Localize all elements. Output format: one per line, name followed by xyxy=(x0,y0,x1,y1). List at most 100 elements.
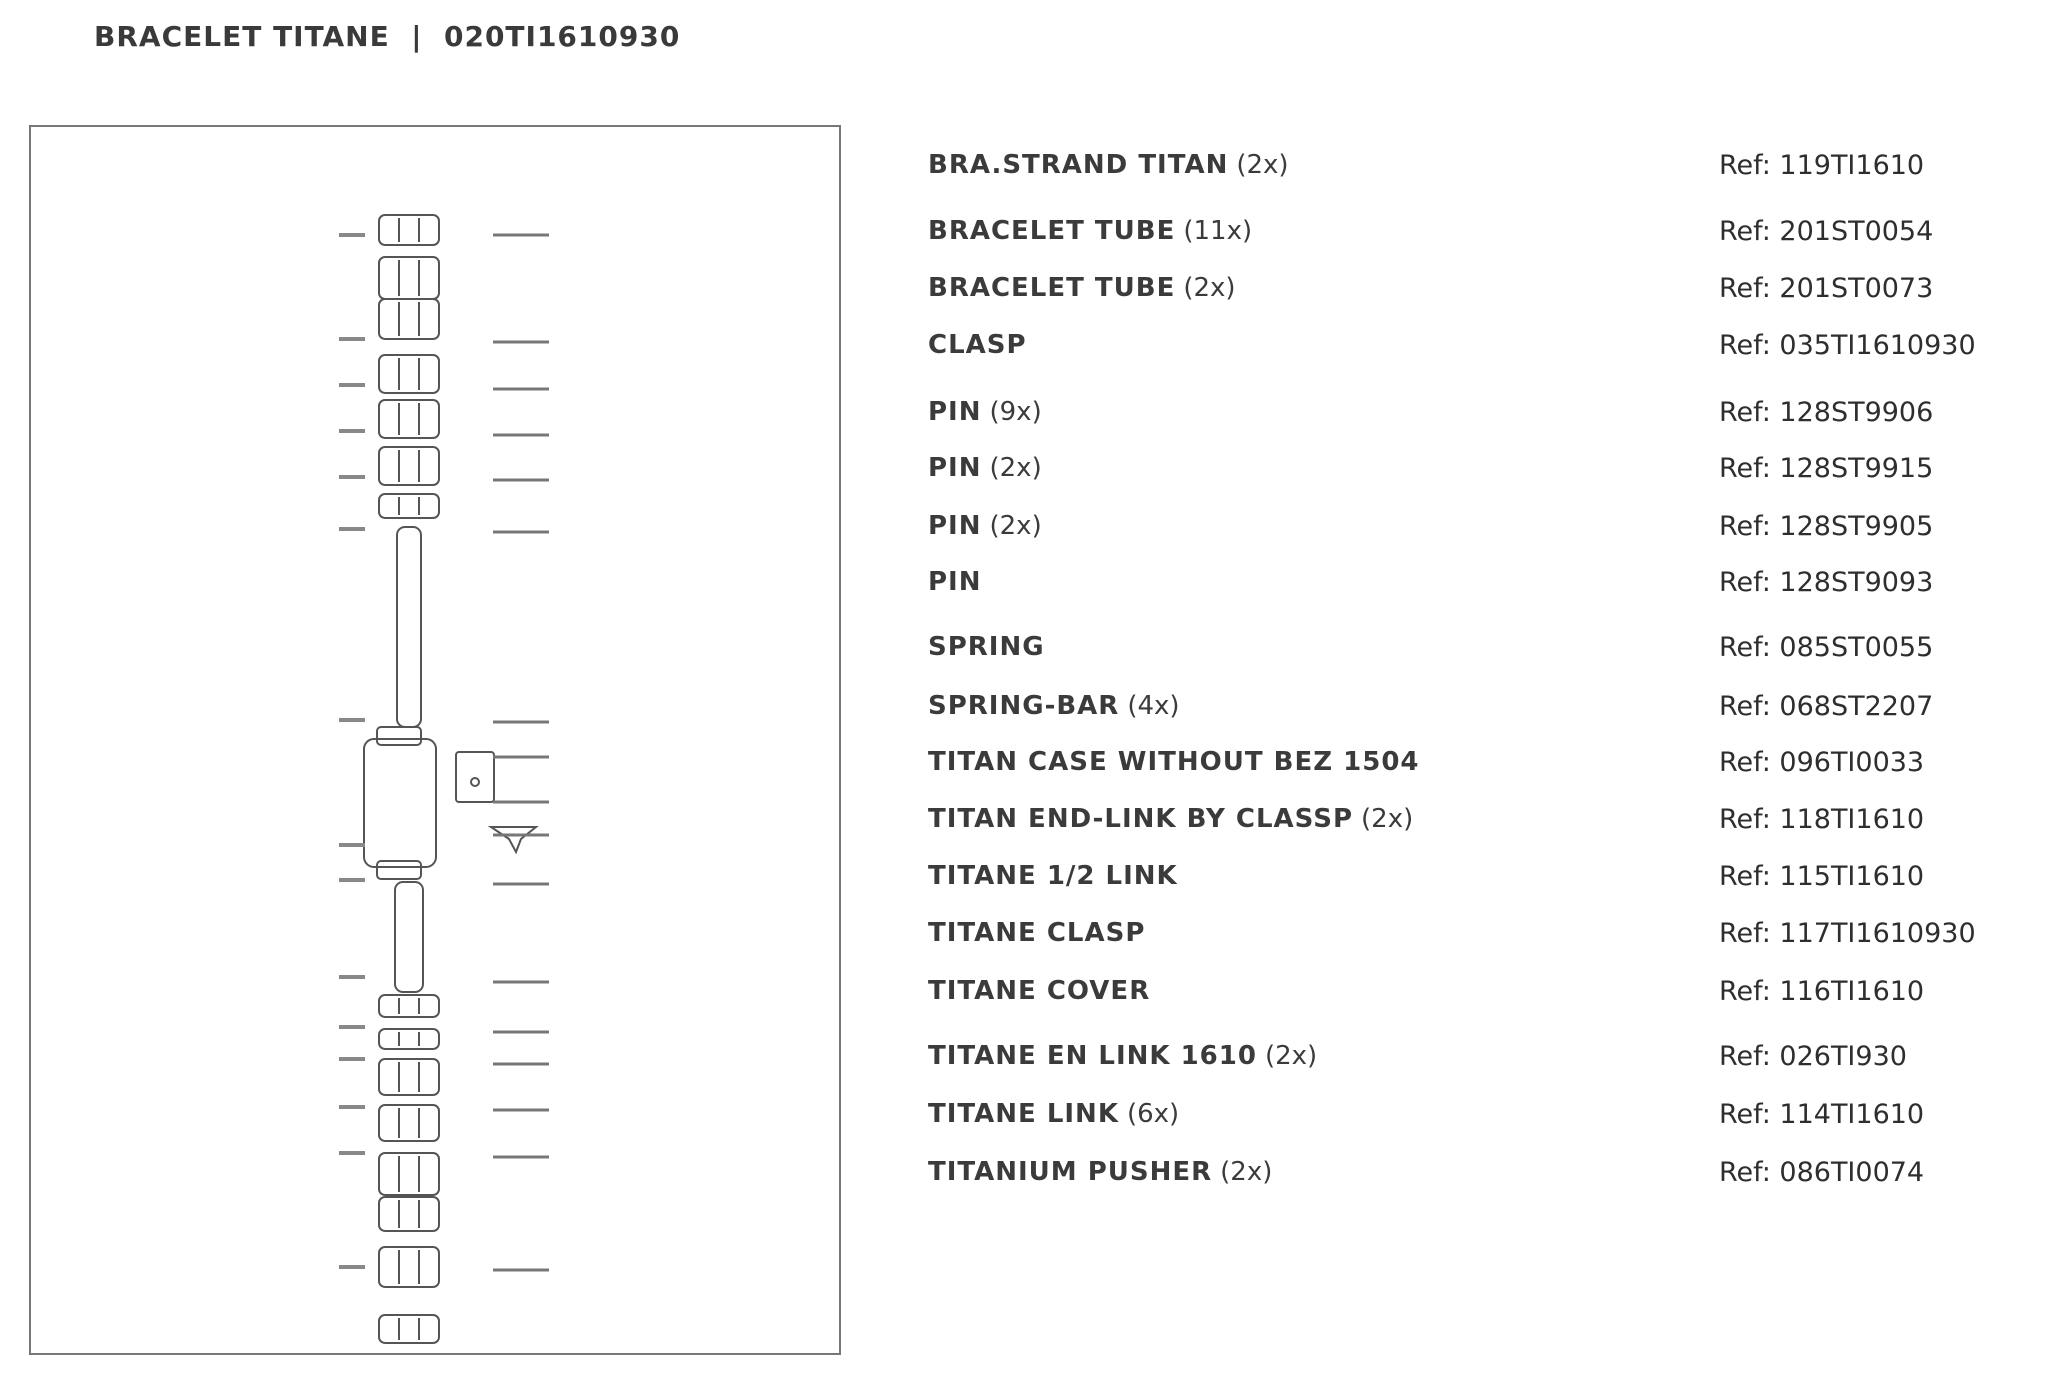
ref-label: Ref: xyxy=(1719,567,1771,598)
ref-label: Ref: xyxy=(1719,1157,1771,1188)
link-part xyxy=(378,1028,440,1050)
ref-label: Ref: xyxy=(1719,216,1771,247)
part-reference: Ref: 128ST9905 xyxy=(1719,511,1933,542)
product-code: 020TI1610930 xyxy=(443,20,681,53)
ref-code: 128ST9905 xyxy=(1779,511,1934,542)
part-name-text: SPRING xyxy=(928,632,1045,662)
ref-label: Ref: xyxy=(1719,747,1771,778)
part-quantity: (2x) xyxy=(1183,273,1236,303)
part-row: PIN(2x) Ref: 128ST9915 xyxy=(0,453,2058,487)
case-lug xyxy=(376,860,422,880)
page-title: BRACELET TITANE | 020TI1610930 xyxy=(94,20,680,53)
part-row: TITANE EN LINK 1610(2x) Ref: 026TI930 xyxy=(0,1041,2058,1075)
ref-label: Ref: xyxy=(1719,453,1771,484)
part-name-text: TITANE COVER xyxy=(928,976,1151,1006)
ref-code: 128ST9915 xyxy=(1779,453,1934,484)
part-reference: Ref: 201ST0054 xyxy=(1719,216,1933,247)
part-quantity: (2x) xyxy=(1236,150,1289,180)
part-name: TITAN CASE WITHOUT BEZ 1504 xyxy=(928,747,1428,777)
part-quantity: (2x) xyxy=(1361,804,1414,834)
ref-code: 201ST0054 xyxy=(1779,216,1934,247)
ref-code: 026TI930 xyxy=(1779,1041,1907,1072)
ref-label: Ref: xyxy=(1719,330,1771,361)
part-row: TITAN END-LINK BY CLASSP(2x) Ref: 118TI1… xyxy=(0,804,2058,838)
part-reference: Ref: 201ST0073 xyxy=(1719,273,1933,304)
title-separator: | xyxy=(411,20,423,53)
link-part xyxy=(378,354,440,394)
case-cover xyxy=(455,751,495,803)
part-reference: Ref: 096TI0033 xyxy=(1719,747,1924,778)
ref-label: Ref: xyxy=(1719,804,1771,835)
part-name-text: TITAN CASE WITHOUT BEZ 1504 xyxy=(928,747,1420,777)
ref-label: Ref: xyxy=(1719,1099,1771,1130)
link-part xyxy=(378,1058,440,1096)
part-reference: Ref: 128ST9093 xyxy=(1719,567,1933,598)
ref-code: 035TI1610930 xyxy=(1779,330,1976,361)
part-name-text: TITANE LINK xyxy=(928,1099,1119,1129)
part-reference: Ref: 119TI1610 xyxy=(1719,150,1924,181)
part-reference: Ref: 085ST0055 xyxy=(1719,632,1933,663)
link-part xyxy=(378,298,440,340)
ref-label: Ref: xyxy=(1719,1041,1771,1072)
part-row: CLASP Ref: 035TI1610930 xyxy=(0,330,2058,364)
part-row: TITANIUM PUSHER(2x) Ref: 086TI0074 xyxy=(0,1157,2058,1191)
part-name: TITANE 1/2 LINK xyxy=(928,861,1186,891)
ref-code: 116TI1610 xyxy=(1779,976,1925,1007)
link-part xyxy=(378,493,440,519)
part-row: BRA.STRAND TITAN(2x) Ref: 119TI1610 xyxy=(0,150,2058,184)
part-name-text: BRACELET TUBE xyxy=(928,273,1176,303)
part-quantity: (2x) xyxy=(1220,1157,1273,1187)
ref-code: 118TI1610 xyxy=(1779,804,1925,835)
link-part xyxy=(378,1104,440,1142)
part-name: TITANE EN LINK 1610(2x) xyxy=(928,1041,1317,1071)
part-row: BRACELET TUBE(11x) Ref: 201ST0054 xyxy=(0,216,2058,250)
link-part xyxy=(378,214,440,246)
part-name-text: SPRING-BAR xyxy=(928,691,1120,721)
part-reference: Ref: 035TI1610930 xyxy=(1719,330,1976,361)
link-part xyxy=(378,1314,440,1344)
ref-label: Ref: xyxy=(1719,397,1771,428)
ref-label: Ref: xyxy=(1719,691,1771,722)
part-quantity: (6x) xyxy=(1126,1099,1180,1129)
part-name-text: TITANE 1/2 LINK xyxy=(928,861,1178,891)
part-name: BRACELET TUBE(11x) xyxy=(928,216,1252,246)
part-quantity: (11x) xyxy=(1183,216,1253,246)
part-reference: Ref: 118TI1610 xyxy=(1719,804,1924,835)
part-row: SPRING Ref: 085ST0055 xyxy=(0,632,2058,666)
ref-code: 114TI1610 xyxy=(1779,1099,1925,1130)
part-name-text: PIN xyxy=(928,511,982,541)
ref-code: 117TI1610930 xyxy=(1779,918,1976,949)
part-name: TITANE COVER xyxy=(928,976,1158,1006)
part-reference: Ref: 114TI1610 xyxy=(1719,1099,1924,1130)
bracelet-exploded-drawing xyxy=(339,214,549,1344)
lower-strand xyxy=(394,881,424,993)
part-row: BRACELET TUBE(2x) Ref: 201ST0073 xyxy=(0,273,2058,307)
ref-label: Ref: xyxy=(1719,511,1771,542)
part-name-text: TITANE CLASP xyxy=(928,918,1146,948)
part-name: PIN(2x) xyxy=(928,453,1042,483)
ref-code: 068ST2207 xyxy=(1779,691,1934,722)
ref-code: 096TI0033 xyxy=(1779,747,1925,778)
part-quantity: (9x) xyxy=(989,397,1042,427)
part-reference: Ref: 086TI0074 xyxy=(1719,1157,1924,1188)
part-quantity: (2x) xyxy=(989,511,1042,541)
part-row: PIN(2x) Ref: 128ST9905 xyxy=(0,511,2058,545)
part-name-text: PIN xyxy=(928,567,982,597)
part-name-text: BRA.STRAND TITAN xyxy=(928,150,1229,180)
part-row: TITANE CLASP Ref: 117TI1610930 xyxy=(0,918,2058,952)
part-reference: Ref: 128ST9906 xyxy=(1719,397,1933,428)
ref-label: Ref: xyxy=(1719,976,1771,1007)
ref-code: 086TI0074 xyxy=(1779,1157,1925,1188)
part-name-text: TITAN END-LINK BY CLASSP xyxy=(928,804,1354,834)
ref-code: 085ST0055 xyxy=(1779,632,1934,663)
part-name: SPRING-BAR(4x) xyxy=(928,691,1180,721)
ref-label: Ref: xyxy=(1719,632,1771,663)
part-reference: Ref: 026TI930 xyxy=(1719,1041,1907,1072)
part-name-text: TITANIUM PUSHER xyxy=(928,1157,1213,1187)
part-name: PIN(9x) xyxy=(928,397,1042,427)
part-name: TITANIUM PUSHER(2x) xyxy=(928,1157,1272,1187)
part-name-text: PIN xyxy=(928,397,982,427)
part-row: TITAN CASE WITHOUT BEZ 1504 Ref: 096TI00… xyxy=(0,747,2058,781)
ref-code: 201ST0073 xyxy=(1779,273,1934,304)
ref-code: 128ST9906 xyxy=(1779,397,1934,428)
